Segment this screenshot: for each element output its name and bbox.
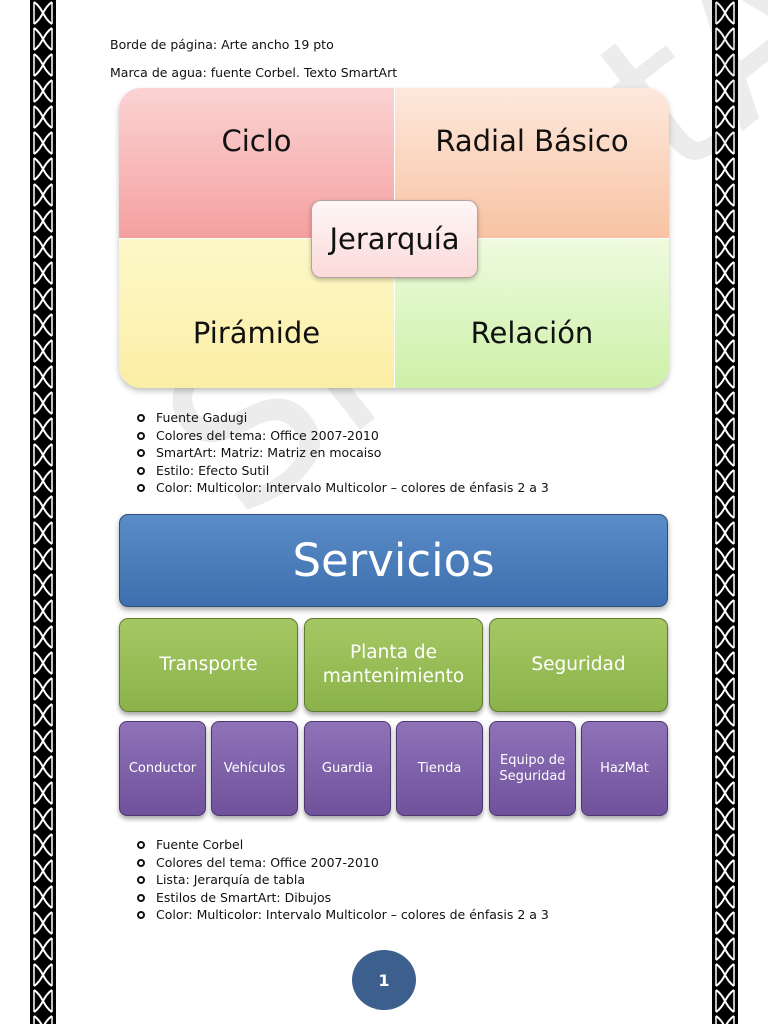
hierarchy-category-transporte: Transporte [119,618,298,712]
matrix-center-jerarquia: Jerarquía [311,200,478,278]
hierarchy-leaf-equipo-seguridad: Equipo de Seguridad [489,721,576,816]
hierarchy-leaf-tienda: Tienda [396,721,483,816]
hierarchy-top-servicios: Servicios [119,514,668,607]
list-item: Color: Multicolor: Intervalo Multicolor … [136,906,549,924]
hierarchy-leaf-conductor: Conductor [119,721,206,816]
smartart-matrix: Ciclo Radial Básico Pirámide Relación [119,88,669,388]
hierarchy-leaf-guardia: Guardia [304,721,391,816]
bullet-list-hierarchy: Fuente Corbel Colores del tema: Office 2… [136,836,549,924]
header-line-border: Borde de página: Arte ancho 19 pto [110,37,334,52]
page-number: 1 [352,950,416,1010]
list-item: Fuente Corbel [136,836,549,854]
hierarchy-leaf-hazmat: HazMat [581,721,668,816]
list-item: Color: Multicolor: Intervalo Multicolor … [136,479,549,497]
hierarchy-leaf-vehiculos: Vehículos [211,721,298,816]
bullet-list-matrix: Fuente Gadugi Colores del tema: Office 2… [136,409,549,497]
list-item: Lista: Jerarquía de tabla [136,871,549,889]
list-item: Estilos de SmartArt: Dibujos [136,889,549,907]
hierarchy-category-seguridad: Seguridad [489,618,668,712]
matrix-quadrant-ciclo: Ciclo [119,88,394,238]
hierarchy-category-planta: Planta de mantenimiento [304,618,483,712]
list-item: SmartArt: Matriz: Matriz en mocaiso [136,444,549,462]
page-border-left [30,0,56,1024]
page-border-right [712,0,738,1024]
header-line-watermark: Marca de agua: fuente Corbel. Texto Smar… [110,65,398,80]
list-item: Estilo: Efecto Sutil [136,462,549,480]
list-item: Fuente Gadugi [136,409,549,427]
list-item: Colores del tema: Office 2007-2010 [136,427,549,445]
list-item: Colores del tema: Office 2007-2010 [136,854,549,872]
